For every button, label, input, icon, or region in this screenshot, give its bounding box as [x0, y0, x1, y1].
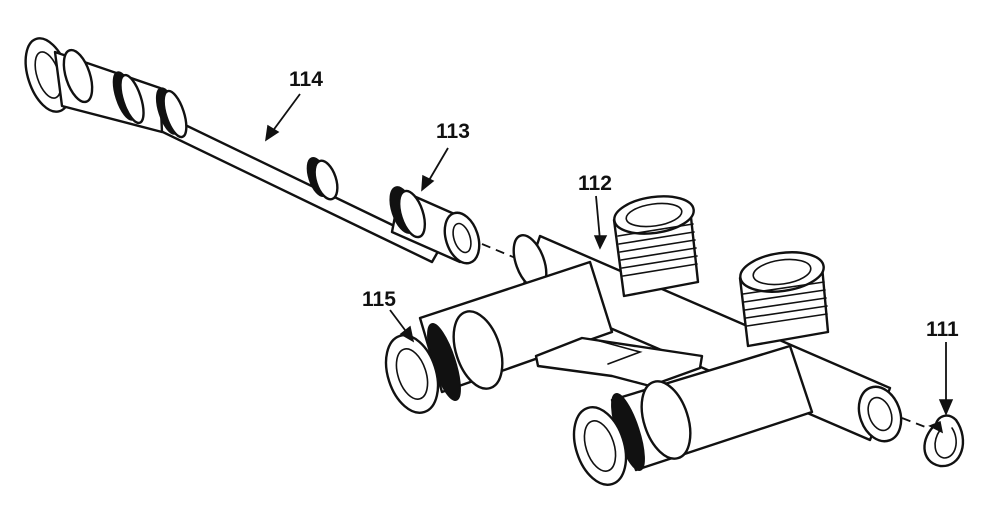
arrowhead-113	[421, 174, 435, 192]
part-115-outlet-seals	[384, 310, 692, 486]
assembly-axis-line-right	[901, 417, 929, 429]
callout-112: 112	[578, 172, 612, 195]
callout-111: 111	[926, 318, 959, 341]
leader-112	[595, 195, 601, 241]
arrowhead-115	[399, 325, 415, 343]
arrowhead-114	[265, 124, 280, 142]
callout-114: 114	[289, 68, 323, 91]
part-111-retaining-clip	[923, 414, 965, 468]
leader-lines	[265, 93, 954, 416]
arrowhead-111	[938, 399, 954, 416]
callout-113: 113	[436, 120, 470, 143]
leader-113	[427, 147, 449, 183]
part-114-valve-stem	[24, 37, 481, 265]
arrowhead-112	[593, 235, 608, 250]
callout-115: 115	[362, 288, 396, 311]
part-112-valve-body	[418, 195, 903, 472]
leader-114	[271, 93, 301, 133]
